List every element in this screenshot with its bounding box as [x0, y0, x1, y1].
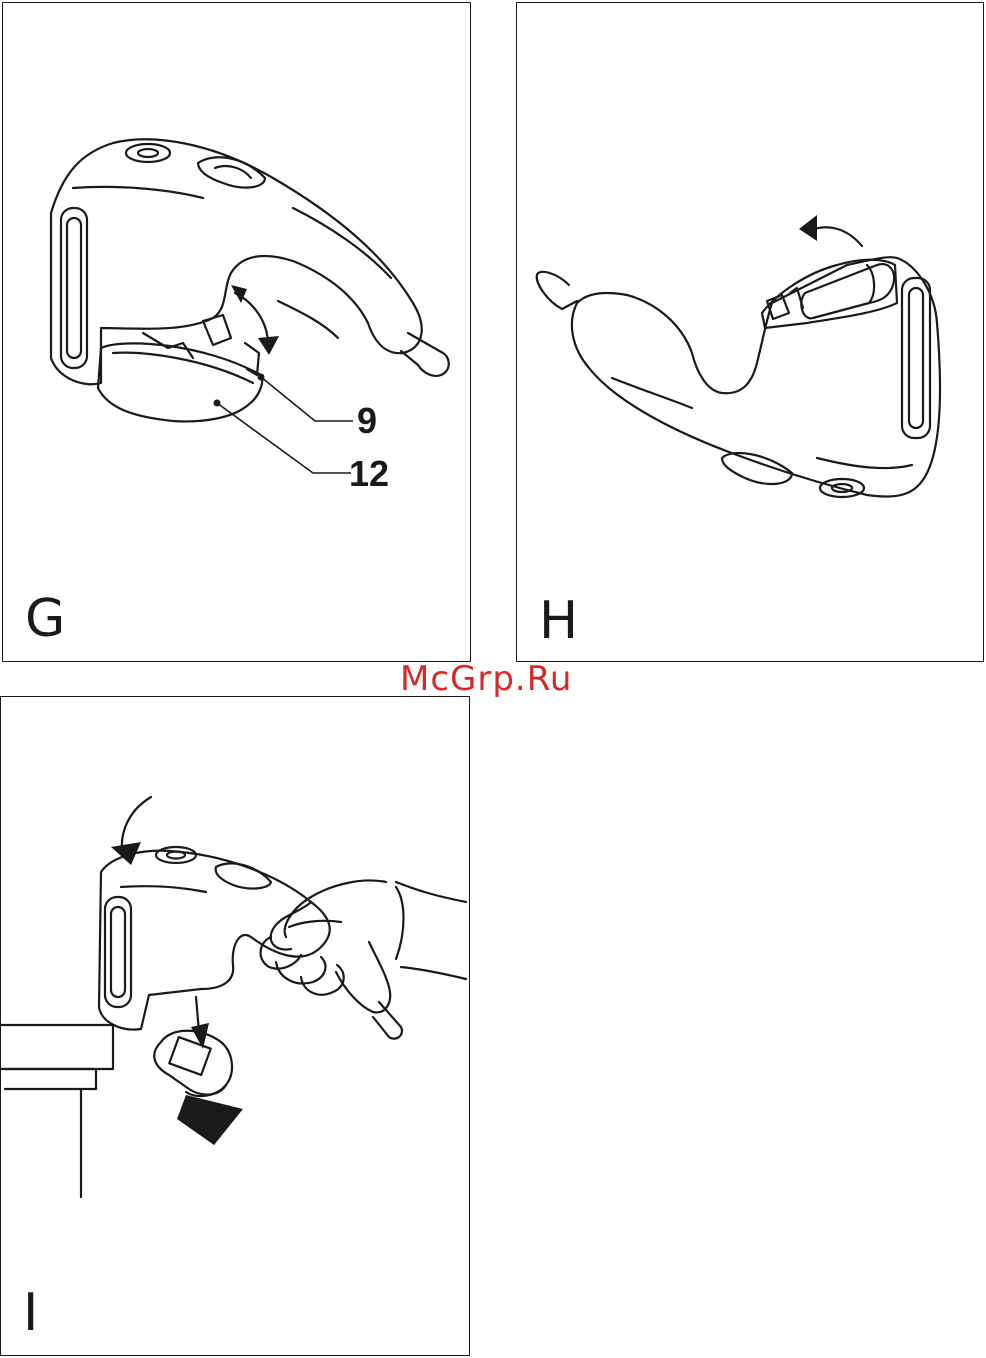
- watermark: McGrp.Ru: [400, 662, 572, 696]
- panel-letter-g: G: [25, 593, 65, 645]
- panel-letter-h: H: [539, 595, 578, 647]
- panel-h: H: [516, 2, 984, 662]
- callout-12: 12: [349, 456, 389, 492]
- device-illustration-h: [517, 3, 985, 663]
- device-illustration-g: [3, 3, 472, 663]
- panel-i: I: [0, 696, 470, 1356]
- panel-g: 9 12 G: [2, 2, 471, 662]
- device-illustration-i: [1, 697, 471, 1357]
- callout-9: 9: [357, 403, 377, 439]
- panel-letter-i: I: [23, 1287, 38, 1339]
